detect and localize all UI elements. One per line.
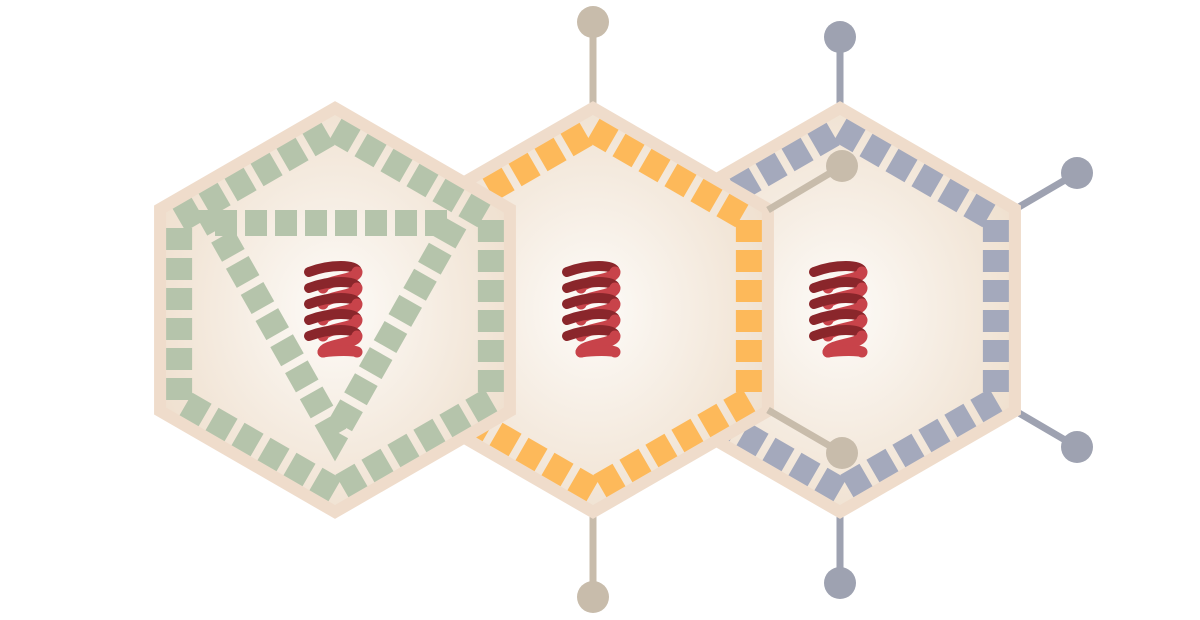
helix-back-strand [304,293,362,309]
helix-back-strand [304,277,362,293]
capsomer-ring [166,114,504,506]
helix-icon [562,261,621,358]
helix-icon [809,261,868,358]
hexagon-green [154,101,516,519]
capsomer-triangle [192,210,478,462]
helix-back-strand [809,309,867,325]
connector-stems [577,6,1093,613]
stem-knob [577,581,609,613]
helix-back-strand [562,261,620,277]
helix-back-strand [809,325,867,341]
helix-back-strand [809,277,867,293]
stem-knob [824,567,856,599]
helix-back-strand [809,293,867,309]
helix-back-strand [562,277,620,293]
helix-end [317,345,363,358]
helix-back-strand [304,309,362,325]
helix-back-strand [562,325,620,341]
link-knob [826,150,858,182]
inner-connectors [766,150,858,469]
stem-knob [1061,431,1093,463]
stem-knob [577,6,609,38]
helix-back-strand [562,293,620,309]
helix-back-strand [809,261,867,277]
link-knob [826,437,858,469]
stem-knob [1061,157,1093,189]
helix-back-strand [562,309,620,325]
stem-knob [824,21,856,53]
helix-back-strand [304,261,362,277]
helix-back-strand [304,325,362,341]
helix-end [575,345,621,358]
helix-end [822,345,868,358]
helix-icon [304,261,363,358]
